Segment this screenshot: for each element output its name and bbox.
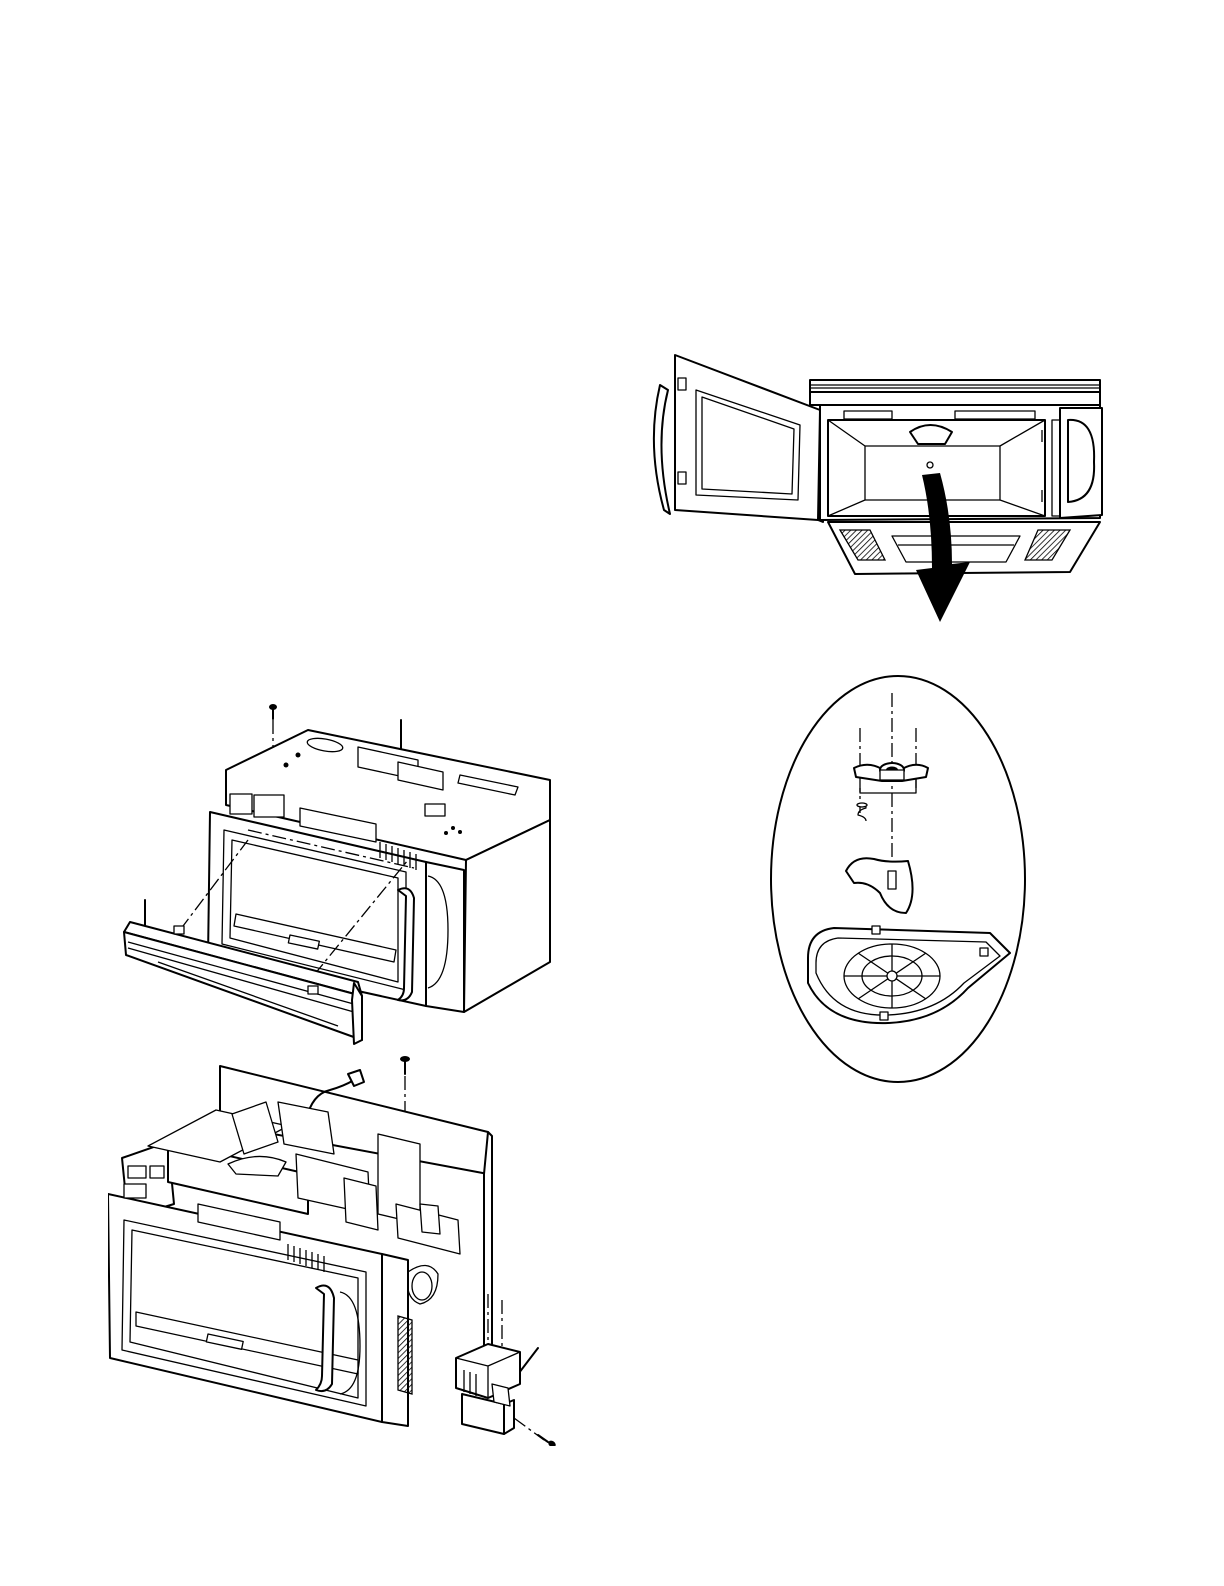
grille-removal-illustration [118,700,556,1052]
top-trim [810,380,1100,405]
open-door-cavity-illustration [640,350,1110,630]
stirrer-detail-illustration [768,673,1030,1085]
magnetron-removal-illustration [108,1054,558,1446]
cabinet-front [820,405,1102,520]
magnetron [456,1344,520,1434]
stirrer-blade [846,858,913,913]
open-door [654,355,825,522]
spring-clip-icon [857,803,867,821]
stirrer-hub [854,763,928,781]
stirrer-cover [808,926,1010,1023]
magnetron-side-screw-icon [538,1435,557,1446]
top-screw-icon [269,704,277,719]
magnetron-top-screw-icon [400,1056,410,1074]
